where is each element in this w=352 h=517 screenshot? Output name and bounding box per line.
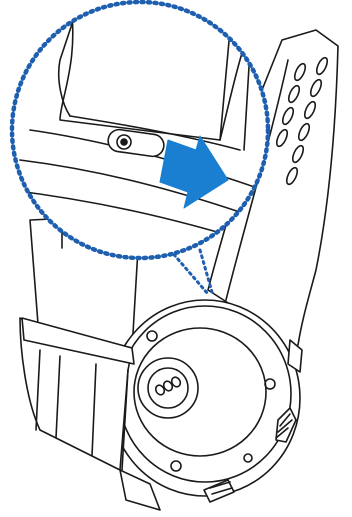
callout-pointer [170, 250, 212, 294]
watch-body [110, 300, 302, 510]
